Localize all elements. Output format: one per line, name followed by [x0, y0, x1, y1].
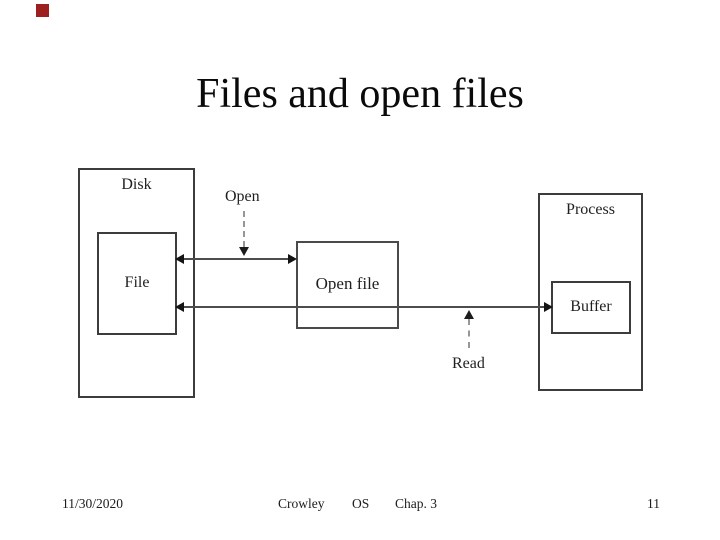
file-buffer-arrow — [175, 302, 553, 312]
file-box-label: File — [124, 273, 150, 291]
footer-author: Crowley — [278, 496, 325, 511]
arrowhead-right-icon — [288, 254, 297, 264]
buffer-box-label: Buffer — [570, 297, 612, 315]
red-square-logo — [36, 4, 49, 17]
footer-chapter: Chap. 3 — [395, 496, 437, 511]
file-box: File — [97, 232, 177, 335]
open-file-box-label: Open file — [315, 274, 380, 293]
arrowhead-up-icon — [464, 310, 474, 319]
footer-date: 11/30/2020 — [62, 496, 124, 511]
slide-title: Files and open files — [196, 71, 524, 117]
arrowhead-left-icon — [175, 254, 184, 264]
process-box-label: Process — [566, 201, 615, 218]
footer-course: OS — [352, 496, 370, 511]
read-dashed-line — [468, 319, 470, 348]
open-file-box: Open file — [296, 241, 399, 329]
process-box: Process — [538, 193, 643, 391]
disk-box: Disk — [78, 168, 195, 398]
file-openfile-arrow — [175, 254, 297, 264]
arrowhead-right-icon — [544, 302, 553, 312]
read-arrow-label: Read — [452, 355, 485, 372]
disk-box-label: Disk — [121, 176, 152, 193]
open-arrow-label: Open — [225, 188, 260, 205]
arrowhead-down-icon — [239, 247, 249, 256]
arrowhead-left-icon — [175, 302, 184, 312]
buffer-box: Buffer — [551, 281, 631, 334]
footer-page-number: 11 — [647, 496, 660, 511]
open-dashed-line — [243, 211, 245, 247]
